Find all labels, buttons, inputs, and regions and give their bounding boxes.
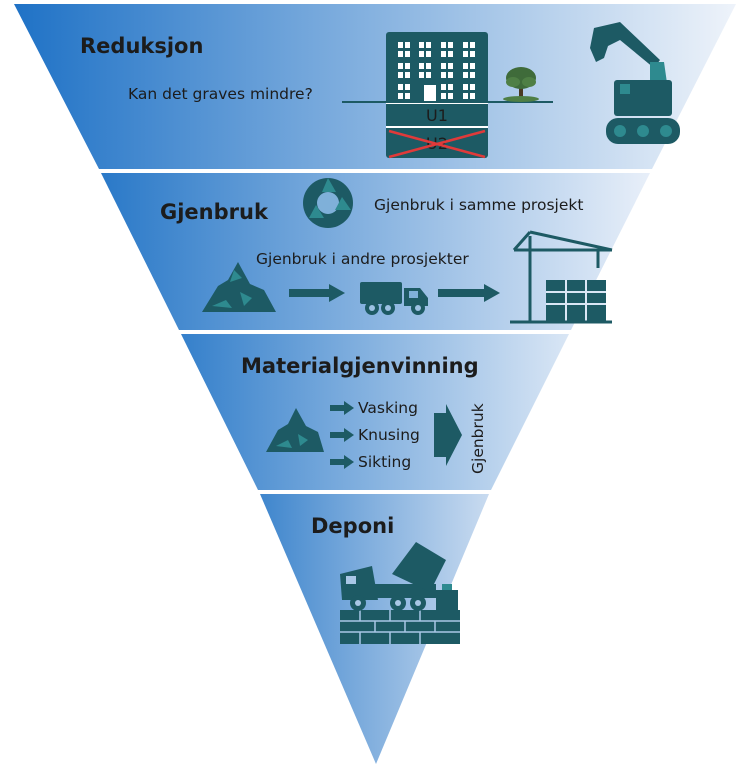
crane-building-icon (510, 230, 613, 324)
arrow-icon (330, 428, 354, 442)
dump-truck-icon (360, 282, 428, 315)
level-title-materialgjenvinning: Materialgjenvinning (241, 354, 479, 378)
arrow-icon (438, 284, 500, 302)
tree-icon (503, 67, 539, 102)
level-title-deponi: Deponi (311, 514, 394, 538)
result-gjenbruk-label: Gjenbruk (469, 403, 487, 474)
step-knusing: Knusing (358, 426, 420, 444)
arrow-icon (330, 401, 354, 415)
excavator-icon (590, 22, 680, 144)
rock-pile-icon (202, 262, 276, 312)
dump-truck-tipping-icon (340, 542, 446, 611)
step-sikting: Sikting (358, 453, 411, 471)
step-vasking: Vasking (358, 399, 418, 417)
brick-wall-icon (340, 584, 460, 644)
cross-icon (388, 129, 486, 159)
level-band-reduksjon (14, 4, 736, 169)
big-arrow-icon (434, 404, 462, 466)
gjenbruk-same-project-label: Gjenbruk i samme prosjekt (374, 196, 583, 214)
gjenbruk-other-projects-label: Gjenbruk i andre prosjekter (256, 250, 469, 268)
level-title-gjenbruk: Gjenbruk (160, 200, 269, 224)
floor-label-u1: U1 (426, 106, 448, 125)
arrow-icon (289, 284, 345, 302)
recycle-icon (303, 178, 353, 228)
rock-pile-icon (266, 408, 324, 452)
level-subtitle-reduksjon: Kan det graves mindre? (128, 85, 313, 103)
level-title-reduksjon: Reduksjon (80, 34, 203, 58)
arrow-icon (330, 455, 354, 469)
